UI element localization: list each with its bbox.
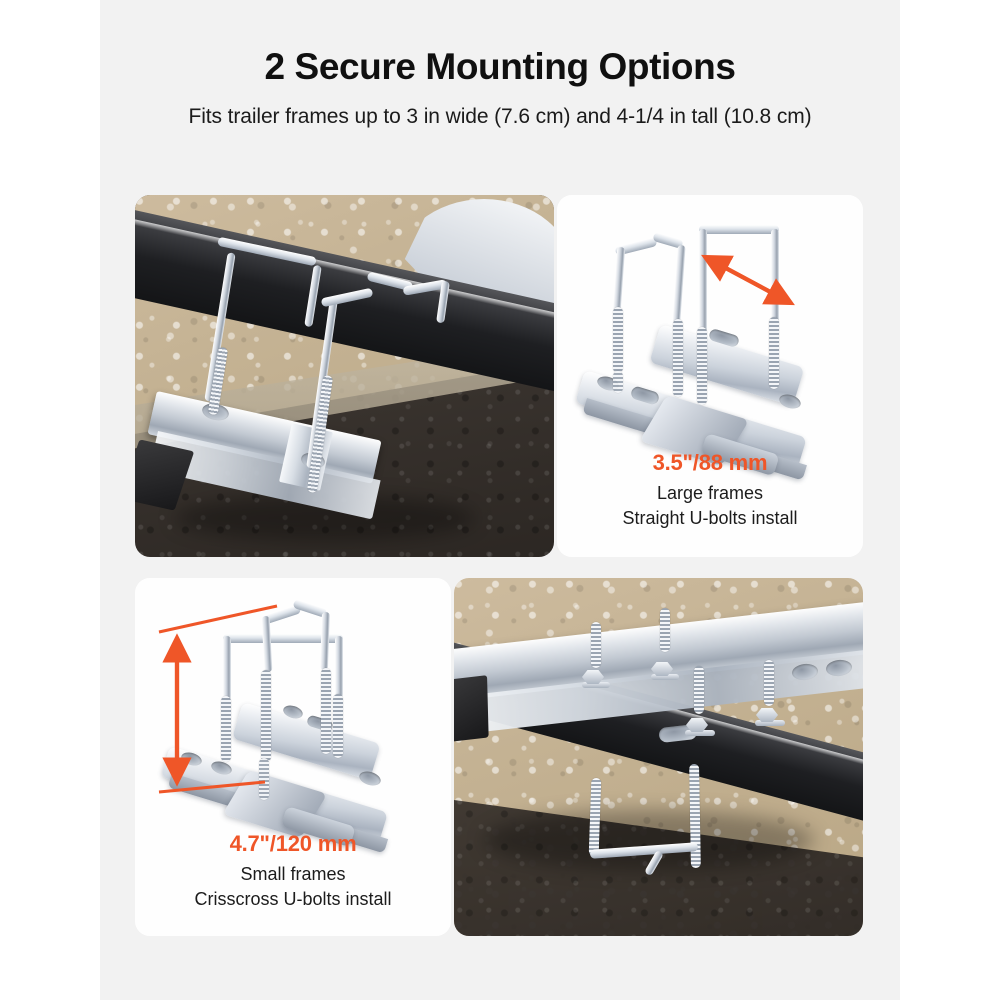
panel-bottom-right-photo — [454, 578, 863, 936]
panel-top-left-photo — [135, 195, 554, 557]
height-dimension-arrow — [153, 604, 279, 804]
rail-end-cap — [454, 675, 489, 743]
panel-top-right-product: 3.5"/88 mm Large frames Straight U-bolts… — [557, 195, 863, 557]
product-studio-crisscross — [135, 578, 451, 936]
caption-line-1: Large frames — [656, 483, 764, 503]
base-hole-right — [357, 769, 383, 788]
width-dimension-arrow — [697, 250, 807, 312]
caption-line-2: Crisscross U-bolts install — [194, 888, 392, 909]
product-studio-straight — [557, 195, 863, 557]
size-label-small: 4.7"/120 mm — [229, 831, 357, 856]
header: 2 Secure Mounting Options Fits trailer f… — [100, 46, 900, 129]
page-title: 2 Secure Mounting Options — [264, 46, 736, 87]
panel-bottom-left-product: 4.7"/120 mm Small frames Crisscross U-bo… — [135, 578, 451, 936]
caption-line-2: Straight U-bolts install — [622, 507, 798, 528]
page-subtitle: Fits trailer frames up to 3 in wide (7.6… — [188, 104, 812, 128]
photo-scene-straight-install — [135, 195, 554, 557]
caption-top-right: 3.5"/88 mm Large frames Straight U-bolts… — [557, 450, 863, 531]
base-hole-right — [777, 392, 803, 411]
caption-line-1: Small frames — [240, 864, 346, 884]
photo-scene-crisscross-install — [454, 578, 863, 936]
size-label-large: 3.5"/88 mm — [652, 450, 768, 475]
caption-bottom-left: 4.7"/120 mm Small frames Crisscross U-bo… — [135, 831, 451, 912]
install-shadow — [484, 810, 814, 870]
